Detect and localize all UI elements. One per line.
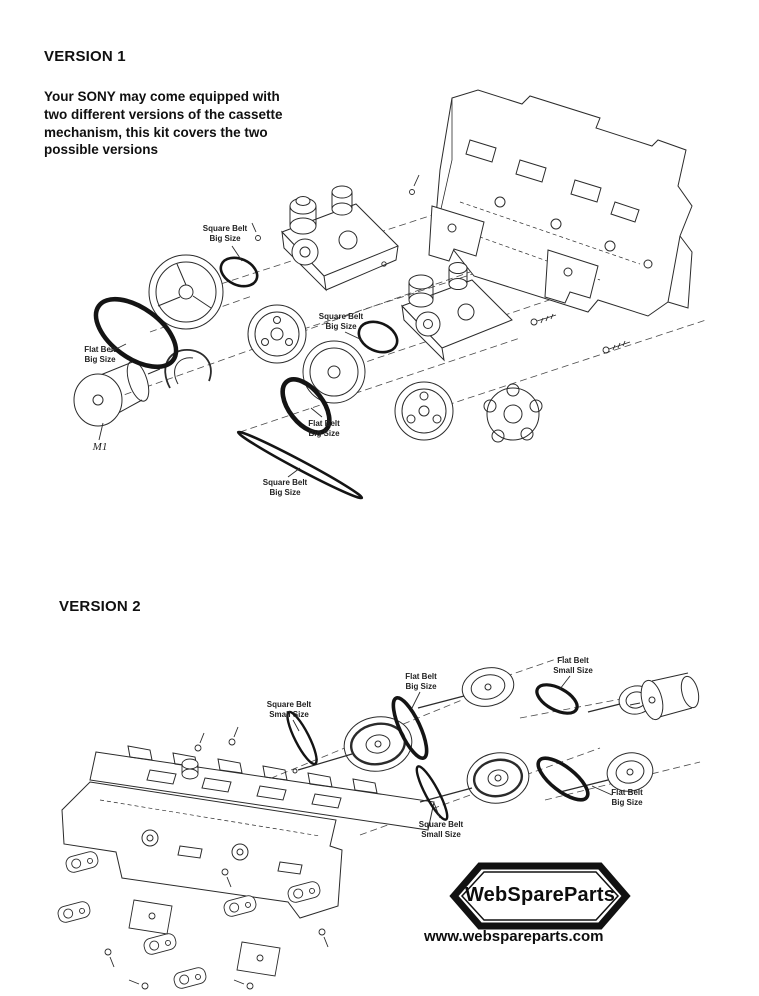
motor-label: M1 bbox=[92, 441, 108, 453]
flat-belt-big-left bbox=[93, 296, 179, 370]
large-pulley bbox=[148, 254, 224, 330]
belt-label: Square Belt Big Size bbox=[318, 312, 364, 331]
belt-label: Flat Belt Big Size bbox=[611, 788, 643, 807]
hexagon-logo-icon bbox=[449, 862, 631, 930]
scalloped-gear bbox=[483, 383, 543, 443]
screws-v1 bbox=[251, 174, 631, 354]
square-belt-small-1 bbox=[286, 710, 318, 766]
tire-pulley-d bbox=[419, 752, 530, 804]
mechanism-a bbox=[281, 185, 399, 292]
flat-belt-big-1 bbox=[391, 695, 429, 761]
motor-holder bbox=[164, 349, 212, 389]
motor-m1 bbox=[73, 360, 161, 427]
intro-text: Your SONY may come equipped with two dif… bbox=[44, 89, 283, 158]
pinch-roller-parts bbox=[57, 851, 321, 989]
mount-plates bbox=[128, 899, 281, 977]
top-screws-v2 bbox=[181, 726, 239, 780]
version1-diagram bbox=[73, 89, 707, 500]
sub-bracket-1 bbox=[428, 205, 485, 262]
version2-heading: VERSION 2 bbox=[59, 598, 141, 615]
belts-v1 bbox=[93, 256, 399, 500]
ring-pulley-a bbox=[417, 667, 515, 709]
belt-label: Square Belt Small Size bbox=[266, 700, 312, 719]
motor-v2 bbox=[629, 672, 700, 721]
belt-label: Flat Belt Big Size bbox=[84, 345, 116, 364]
leaders-v1 bbox=[98, 245, 363, 478]
flywheel bbox=[394, 381, 454, 441]
square-belt-big-mid bbox=[357, 320, 399, 354]
belts-v2 bbox=[286, 683, 590, 821]
belt-label: Flat Belt Small Size bbox=[553, 656, 593, 675]
flat-belt-big-2 bbox=[536, 756, 590, 802]
website-url: www.webspareparts.com bbox=[424, 928, 604, 945]
pulley-e bbox=[559, 752, 654, 793]
screws-v2 bbox=[104, 868, 329, 990]
reel-table-1 bbox=[247, 304, 307, 364]
square-belt-big-top bbox=[219, 256, 259, 288]
belt-label: Flat Belt Big Size bbox=[308, 419, 340, 438]
square-belt-small-2 bbox=[415, 765, 449, 821]
sub-bracket-2 bbox=[544, 249, 599, 304]
belt-label: Square Belt Small Size bbox=[418, 820, 464, 839]
reel-table-2 bbox=[302, 340, 366, 404]
mechanism-b bbox=[401, 262, 513, 362]
chassis-plate-v2 bbox=[61, 745, 435, 919]
belt-label: Flat Belt Big Size bbox=[405, 672, 437, 691]
flat-belt-big-mid bbox=[280, 377, 332, 435]
webspareparts-logo: WebSpareParts bbox=[440, 858, 640, 934]
brand-name: WebSpareParts bbox=[464, 884, 616, 906]
chassis-plate-v1 bbox=[433, 89, 693, 317]
square-belt-big-long bbox=[236, 430, 364, 500]
leaders-v2 bbox=[292, 675, 613, 819]
version1-heading: VERSION 1 bbox=[44, 48, 126, 65]
belt-label: Square Belt Big Size bbox=[262, 478, 308, 497]
version2-diagram bbox=[57, 655, 701, 990]
belt-label: Square Belt Big Size bbox=[202, 224, 248, 243]
flat-belt-small bbox=[535, 683, 579, 715]
